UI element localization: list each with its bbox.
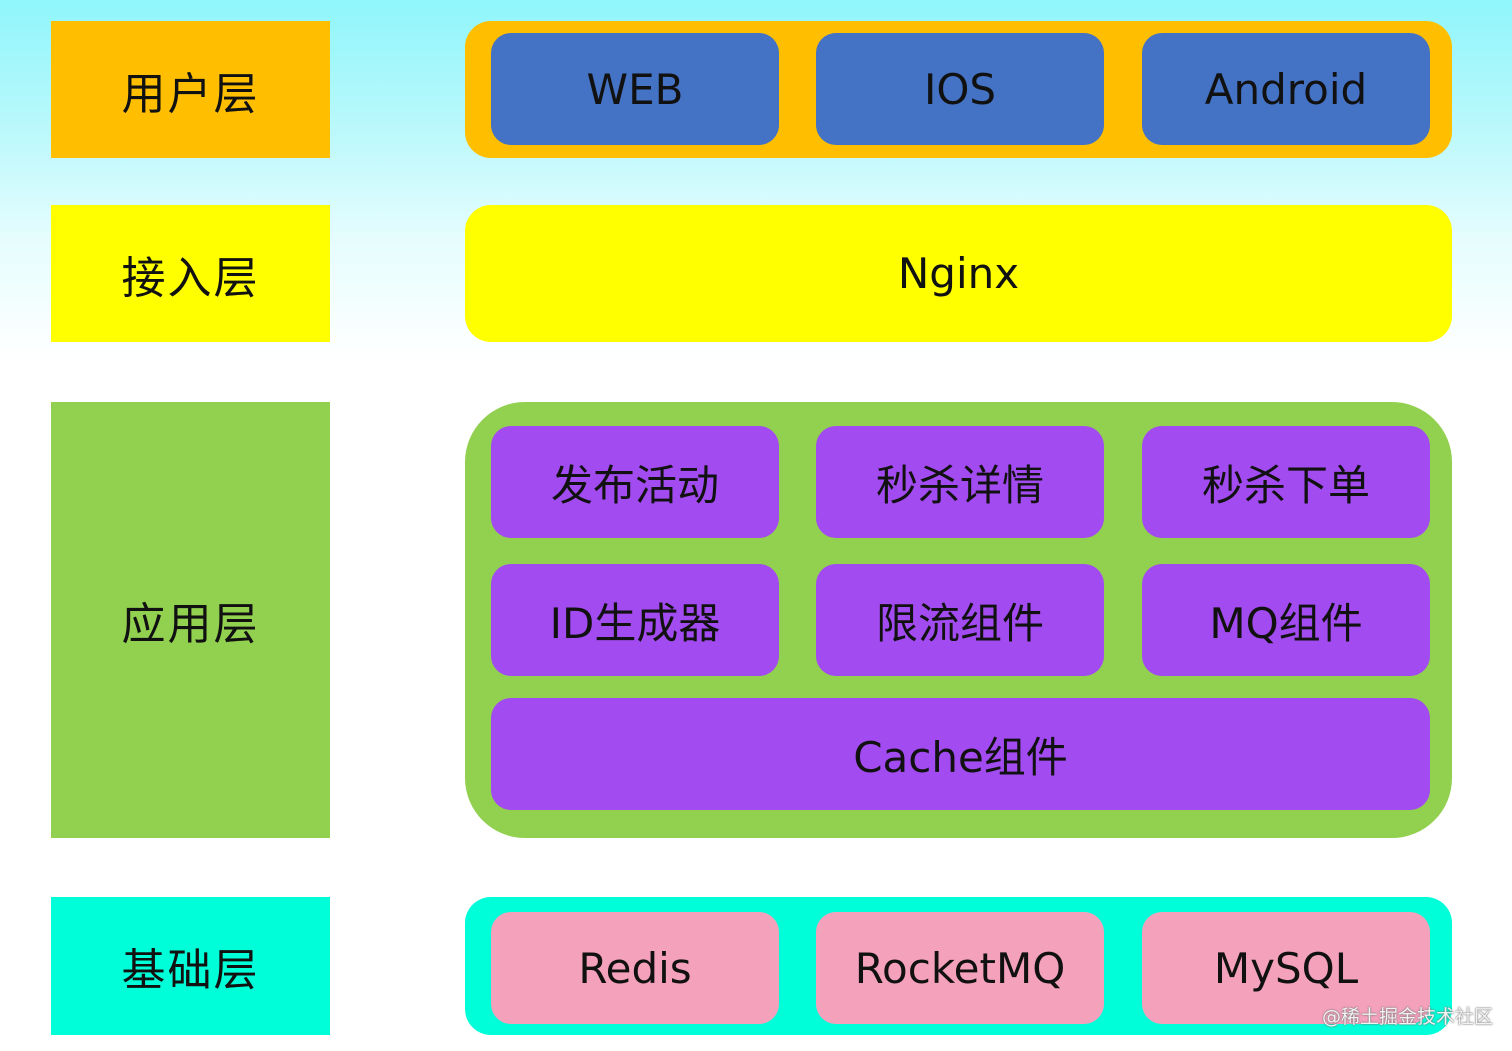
seckill-order-label: 秒杀下单 [1201,460,1370,510]
web-client-label: WEB [586,64,684,114]
id-generator-label: ID生成器 [549,598,721,648]
ios-client-box: IOS [816,33,1104,145]
android-client-box: Android [1142,33,1430,145]
publish-activity-box: 发布活动 [491,426,779,538]
base-layer-label-text: 基础层 [121,945,260,996]
redis-label: Redis [578,943,692,993]
android-client-label: Android [1204,64,1368,114]
seckill-order-box: 秒杀下单 [1142,426,1430,538]
rate-limit-box: 限流组件 [816,564,1104,676]
seckill-detail-label: 秒杀详情 [875,460,1044,510]
user-layer-label: 用户层 [51,21,330,158]
mq-component-label: MQ组件 [1209,598,1363,648]
seckill-detail-box: 秒杀详情 [816,426,1104,538]
publish-activity-label: 发布活动 [550,460,719,510]
web-client-box: WEB [491,33,779,145]
watermark: @稀土掘金技术社区 [1322,1006,1494,1028]
app-layer-label: 应用层 [51,402,330,838]
mysql-box: MySQL [1142,912,1430,1024]
access-layer-label-text: 接入层 [121,252,260,304]
id-generator-box: ID生成器 [491,564,779,676]
rate-limit-label: 限流组件 [875,598,1044,648]
rocketmq-label: RocketMQ [854,943,1066,993]
ios-client-label: IOS [923,64,997,114]
cache-component-label: Cache组件 [853,732,1068,782]
access-layer-label: 接入层 [51,205,330,342]
nginx-label: Nginx [897,249,1020,298]
rocketmq-box: RocketMQ [816,912,1104,1024]
cache-component-box: Cache组件 [491,698,1430,810]
mysql-label: MySQL [1213,943,1359,993]
nginx-box: Nginx [465,205,1452,342]
app-layer-label-text: 应用层 [121,599,260,650]
mq-component-box: MQ组件 [1142,564,1430,676]
redis-box: Redis [491,912,779,1024]
base-layer-label: 基础层 [51,897,330,1035]
user-layer-label-text: 用户层 [121,68,260,120]
